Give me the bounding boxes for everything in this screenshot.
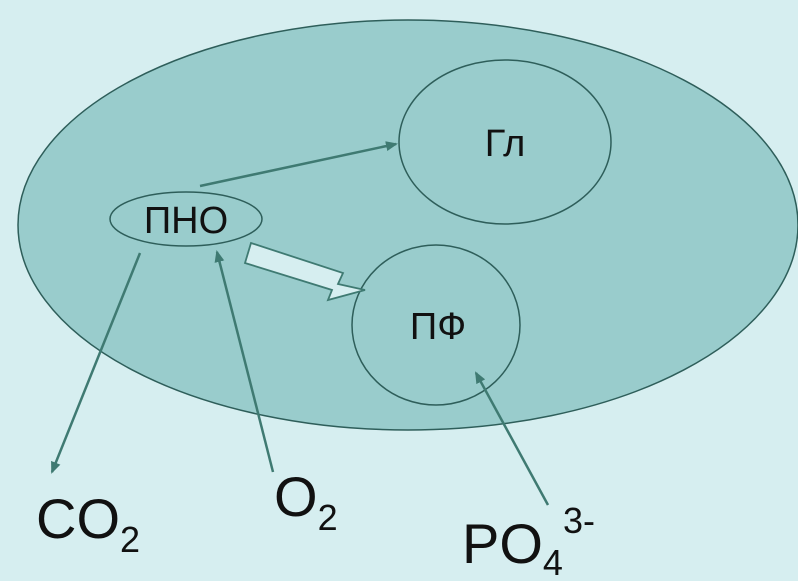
o2-subscript: 2 [318, 497, 338, 538]
pf-node [351, 244, 521, 406]
co2-subscript: 2 [120, 519, 140, 560]
po4-subscript: 4 [543, 542, 563, 581]
po4-label: PO43- [462, 500, 595, 581]
gl-node [398, 59, 612, 225]
arrow-pno-to-gl [199, 141, 398, 188]
arrow-po4-to-pf [474, 371, 550, 506]
co2-base: CO [36, 487, 120, 550]
po4-base: PO [462, 512, 543, 575]
pno-label: ПНО [144, 200, 228, 242]
po4-superscript: 3- [563, 500, 595, 541]
gl-label: Гл [485, 123, 526, 165]
o2-base: O [274, 465, 318, 528]
arrow-pno-to-co2 [50, 252, 142, 474]
pf-label: ПФ [410, 306, 466, 348]
hollow-arrow-pno-to-pf [243, 241, 366, 302]
co2-label: CO2 [36, 487, 140, 560]
pno-node [109, 191, 263, 247]
arrow-o2-to-pno [214, 250, 275, 473]
o2-label: O2 [274, 465, 338, 538]
